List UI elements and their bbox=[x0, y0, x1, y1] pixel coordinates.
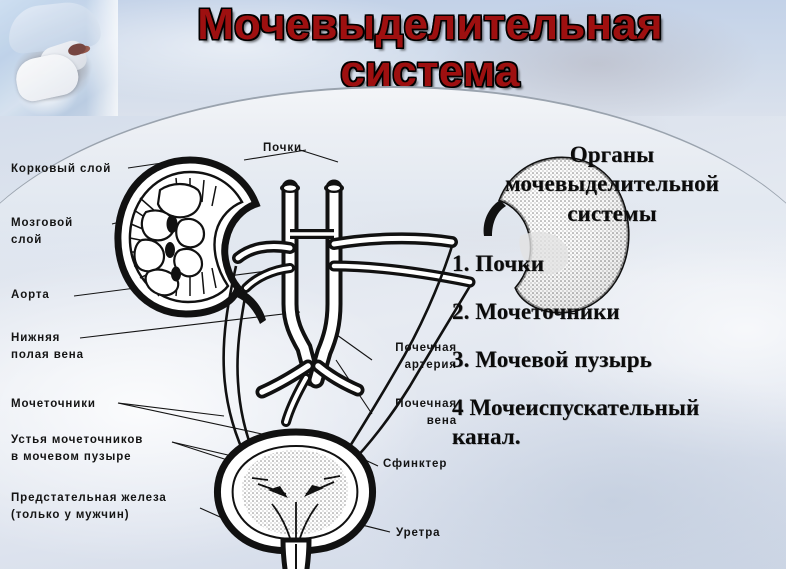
bladder bbox=[214, 428, 376, 569]
label-aorta: Аорта bbox=[11, 289, 50, 301]
organs-panel: Органы мочевыделительной системы 1. Почк… bbox=[452, 140, 772, 471]
organs-panel-heading: Органы мочевыделительной системы bbox=[504, 142, 720, 226]
label-predstatelnaya-zheleza: Предстательная железа (только у мужчин) bbox=[11, 492, 167, 521]
label-sfinkter: Сфинктер bbox=[383, 458, 448, 470]
right-kidney bbox=[483, 156, 630, 314]
organs-list: 1. Почки 2. Мочеточники 3. Мочевой пузыр… bbox=[452, 250, 772, 450]
label-mozgovoy-sloy: Мозговой слой bbox=[11, 217, 74, 246]
surgeon-in-mask-photo bbox=[0, 0, 118, 116]
page-title: Мочевыделительная система bbox=[197, 0, 663, 96]
ureters bbox=[222, 245, 472, 465]
label-uretra: Уретра bbox=[396, 527, 441, 539]
list-item: 3. Мочевой пузырь bbox=[452, 347, 652, 373]
list-item: 1. Почки bbox=[452, 251, 545, 277]
left-kidney-cross-section bbox=[114, 156, 266, 324]
anatomy-svg bbox=[73, 149, 630, 569]
label-ustya-mochetochnikov: Устья мочеточников в мочевом пузыре bbox=[11, 434, 144, 463]
urinary-system-illustration bbox=[0, 116, 786, 569]
label-korkovy-sloy: Корковый слой bbox=[11, 163, 112, 175]
label-pochki: Почки bbox=[263, 142, 303, 154]
label-nizhnyaya-polaya-vena: Нижняя полая вена bbox=[11, 332, 84, 361]
label-pochechnaya-arteriya: Почечная артерия bbox=[395, 342, 457, 371]
photo-edge-sheen bbox=[86, 0, 118, 116]
aorta-and-vena-cava bbox=[232, 179, 476, 427]
list-item: 4 Мочеиспускательный канал. bbox=[452, 395, 700, 449]
list-item: 2. Мочеточники bbox=[452, 299, 620, 325]
label-pochechnaya-vena: Почечная вена bbox=[395, 398, 457, 427]
label-mochetochniki: Мочеточники bbox=[11, 398, 96, 410]
header-band: Мочевыделительная система bbox=[0, 0, 786, 116]
